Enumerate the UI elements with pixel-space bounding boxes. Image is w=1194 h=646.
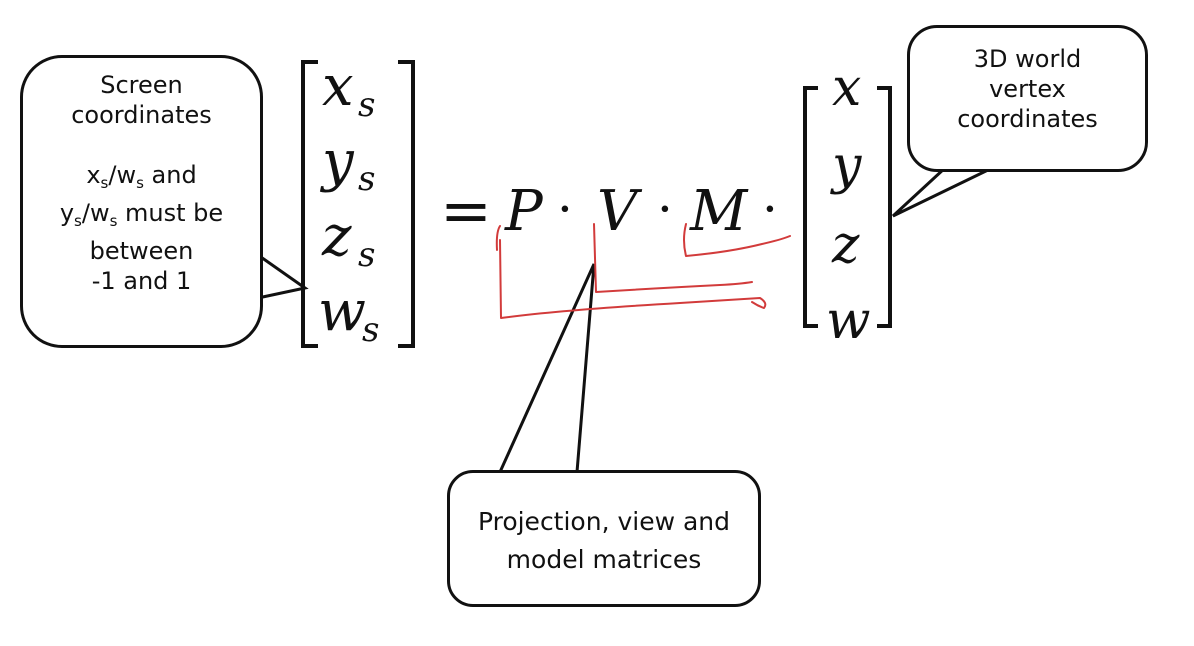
- cond-w-sub: s: [136, 174, 144, 192]
- callout-title-line: coordinates: [71, 101, 212, 129]
- cond-w-var: w: [89, 199, 110, 227]
- cond-y-sub: s: [74, 212, 82, 230]
- matrix-m: M: [689, 179, 749, 244]
- screen-x-sub: s: [358, 85, 375, 125]
- callout-line: coordinates: [957, 105, 1098, 133]
- equals-sign: =: [440, 174, 492, 247]
- matrix-v: V: [597, 179, 643, 244]
- annotation-v-bracket: [593, 223, 753, 293]
- condition-line-y: ys/ws must be: [23, 198, 260, 236]
- cond-and: and: [143, 161, 197, 189]
- dot-3: ·: [762, 180, 778, 238]
- callout-line: 3D world: [973, 45, 1082, 73]
- world-vector-right-bracket: [877, 86, 892, 328]
- cond-must: must be: [117, 199, 224, 227]
- screen-z-var: z: [321, 204, 352, 269]
- world-y: y: [830, 136, 862, 196]
- world-w: w: [826, 291, 871, 351]
- screen-vector-left-bracket: [301, 60, 318, 348]
- screen-y-var: y: [319, 129, 355, 194]
- dot-1: ·: [557, 180, 573, 238]
- screen-vector-right-bracket: [398, 60, 415, 348]
- screen-y-sub: s: [358, 159, 375, 199]
- screen-coordinates-callout: Screen coordinates xs/ws and ys/ws must …: [20, 55, 263, 348]
- callout-line: Projection, view and: [477, 507, 731, 536]
- world-coordinates-callout: 3D world vertex coordinates: [907, 25, 1148, 172]
- condition-line-x: xs/ws and: [23, 160, 260, 198]
- cond-slash: /: [81, 199, 90, 227]
- annotation-m-bracket: [683, 223, 791, 257]
- matrix-p: P: [504, 179, 544, 244]
- cond-x-var: x: [86, 161, 101, 189]
- handwritten-annotations: [495, 223, 791, 319]
- cond-w-var: w: [116, 161, 137, 189]
- left-callout-pointer: [256, 252, 309, 300]
- screen-x-var: x: [322, 54, 354, 119]
- cond-x-sub: s: [100, 174, 109, 192]
- condition-range: -1 and 1: [91, 267, 192, 295]
- world-x: x: [832, 58, 861, 118]
- bottom-callout-pointer: [497, 263, 596, 474]
- cond-w-sub: s: [109, 212, 118, 230]
- cond-slash: /: [108, 161, 117, 189]
- world-z: z: [831, 215, 860, 275]
- screen-z-sub: s: [358, 235, 375, 275]
- annotation-p-bracket: [495, 225, 767, 319]
- condition-between: between: [89, 237, 194, 265]
- screen-w-var: w: [318, 279, 366, 344]
- dot-2: ·: [657, 180, 673, 238]
- matrices-callout: Projection, view and model matrices: [447, 470, 761, 607]
- callout-line: vertex: [989, 75, 1066, 103]
- cond-y-var: y: [59, 199, 75, 227]
- screen-w-sub: s: [362, 310, 379, 350]
- callout-title-line: Screen: [100, 71, 183, 99]
- right-callout-pointer: [891, 166, 989, 218]
- callout-line: model matrices: [506, 545, 702, 574]
- world-vector-left-bracket: [803, 86, 818, 328]
